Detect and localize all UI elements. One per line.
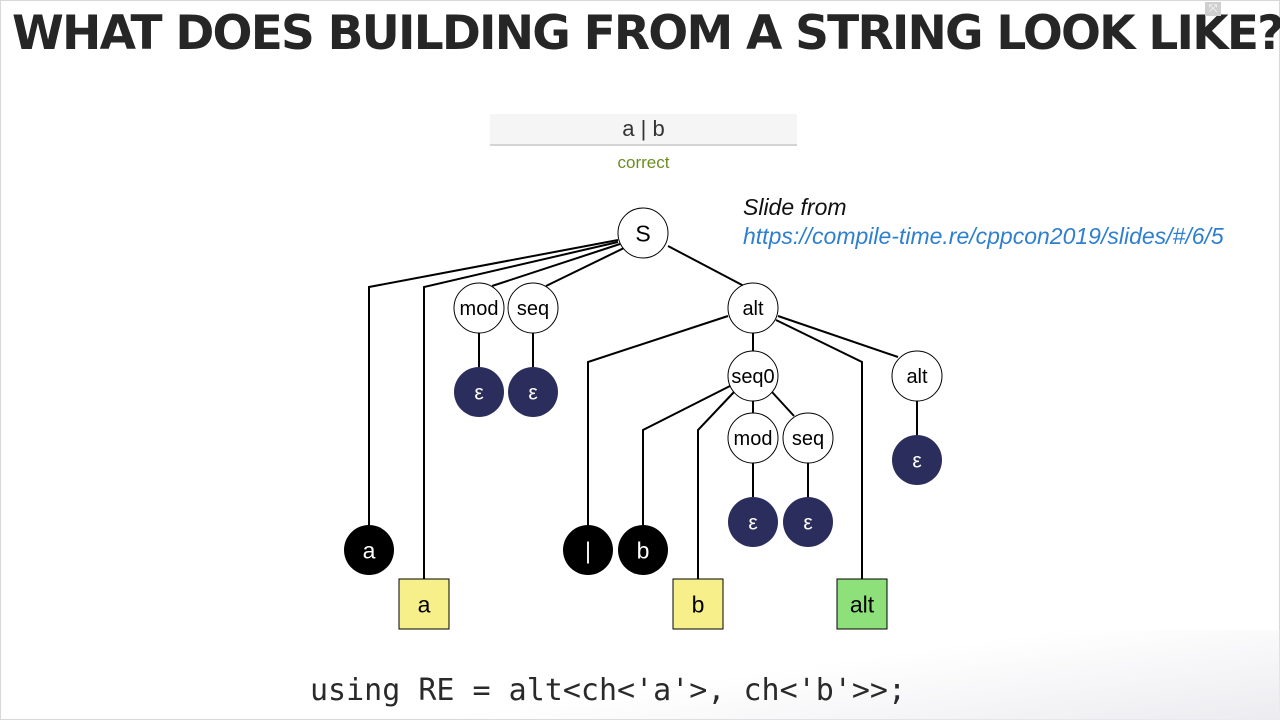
tree-node-label-aA: a: [418, 591, 431, 617]
tree-node-S: S: [617, 207, 669, 259]
attribution-link[interactable]: https://compile-time.re/cppcon2019/slide…: [743, 223, 1224, 249]
tree-node-eps5: ε: [892, 435, 942, 485]
tree-edge-alt1-tPipe: [587, 315, 729, 525]
tree-edge-seq0-seq2: [771, 391, 795, 417]
tree-node-shape-alt1: [727, 282, 779, 334]
tree-node-mod1: mod: [453, 282, 505, 334]
background-shade: [0, 630, 1280, 720]
tree-node-shape-eps2: [508, 367, 558, 417]
tree-node-eps2: ε: [508, 367, 558, 417]
tree-edge-alt1-aAlt: [775, 319, 863, 579]
tree-node-label-mod1: mod: [460, 298, 499, 320]
tree-node-aB: b: [672, 578, 724, 630]
tree-node-label-aB: b: [692, 591, 705, 617]
tree-node-label-alt2: alt: [906, 366, 928, 388]
tree-node-label-eps5: ε: [912, 450, 921, 473]
tree-node-label-aAlt: alt: [850, 591, 875, 617]
tree-node-label-tA: a: [363, 537, 376, 563]
tree-node-tPipe: |: [563, 525, 613, 575]
regex-input-display: a | b: [490, 114, 797, 146]
tree-node-shape-tA: [344, 525, 394, 575]
tree-node-shape-seq0: [727, 350, 779, 402]
tree-node-label-tPipe: |: [585, 537, 591, 563]
tree-node-seq1: seq: [507, 282, 559, 334]
tree-node-shape-mod2: [727, 412, 779, 464]
tree-node-alt2: alt: [891, 350, 943, 402]
fullscreen-icon[interactable]: ⤧: [1205, 2, 1221, 16]
tree-node-shape-tB: [618, 525, 668, 575]
tree-node-shape-tPipe: [563, 525, 613, 575]
tree-node-label-S: S: [635, 220, 650, 246]
tree-node-shape-seq1: [507, 282, 559, 334]
tree-node-label-tB: b: [637, 537, 650, 563]
tree-node-shape-S: [617, 207, 669, 259]
tree-node-shape-eps4: [783, 497, 833, 547]
tree-node-label-eps4: ε: [803, 512, 812, 535]
tree-edges: [368, 239, 918, 579]
tree-node-shape-eps3: [728, 497, 778, 547]
tree-node-shape-alt2: [891, 350, 943, 402]
code-line: using RE = alt<ch<'a'>, ch<'b'>>;: [310, 673, 907, 708]
tree-edge-S-seq1: [545, 247, 625, 287]
tree-node-shape-mod1: [453, 282, 505, 334]
slide-title: WHAT DOES BUILDING FROM A STRING LOOK LI…: [12, 6, 1280, 61]
tree-node-shape-aB: [672, 578, 724, 630]
tree-node-shape-seq2: [782, 412, 834, 464]
tree-node-shape-aAlt: [836, 578, 888, 630]
tree-node-eps1: ε: [454, 367, 504, 417]
tree-node-label-seq0: seq0: [731, 366, 774, 388]
attribution-prefix: Slide from: [743, 194, 847, 220]
tree-node-tA: a: [344, 525, 394, 575]
tree-node-eps4: ε: [783, 497, 833, 547]
tree-edge-seq0-tB: [642, 385, 731, 525]
tree-node-eps3: ε: [728, 497, 778, 547]
tree-node-label-eps3: ε: [748, 512, 757, 535]
tree-node-label-alt1: alt: [742, 298, 764, 320]
tree-node-aA: a: [398, 578, 450, 630]
tree-edge-S-aA: [423, 241, 619, 579]
tree-edge-seq0-aB: [697, 391, 735, 579]
tree-node-shape-aA: [398, 578, 450, 630]
tree-node-alt1: alt: [727, 282, 779, 334]
tree-node-tB: b: [618, 525, 668, 575]
tree-edge-S-alt1: [667, 245, 745, 287]
tree-node-label-seq2: seq: [792, 428, 824, 450]
tree-edge-S-mod1: [491, 243, 621, 287]
tree-node-mod2: mod: [727, 412, 779, 464]
tree-edge-alt1-alt2: [777, 315, 899, 358]
tree-node-label-seq1: seq: [517, 298, 549, 320]
tree-node-label-eps1: ε: [474, 382, 483, 405]
tree-node-seq2: seq: [782, 412, 834, 464]
tree-node-shape-eps1: [454, 367, 504, 417]
parse-status: correct: [617, 153, 670, 172]
tree-edge-S-tA: [368, 239, 619, 525]
tree-node-seq0: seq0: [727, 350, 779, 402]
tree-node-label-mod2: mod: [734, 428, 773, 450]
tree-node-shape-eps5: [892, 435, 942, 485]
tree-node-label-eps2: ε: [528, 382, 537, 405]
tree-node-aAlt: alt: [836, 578, 888, 630]
